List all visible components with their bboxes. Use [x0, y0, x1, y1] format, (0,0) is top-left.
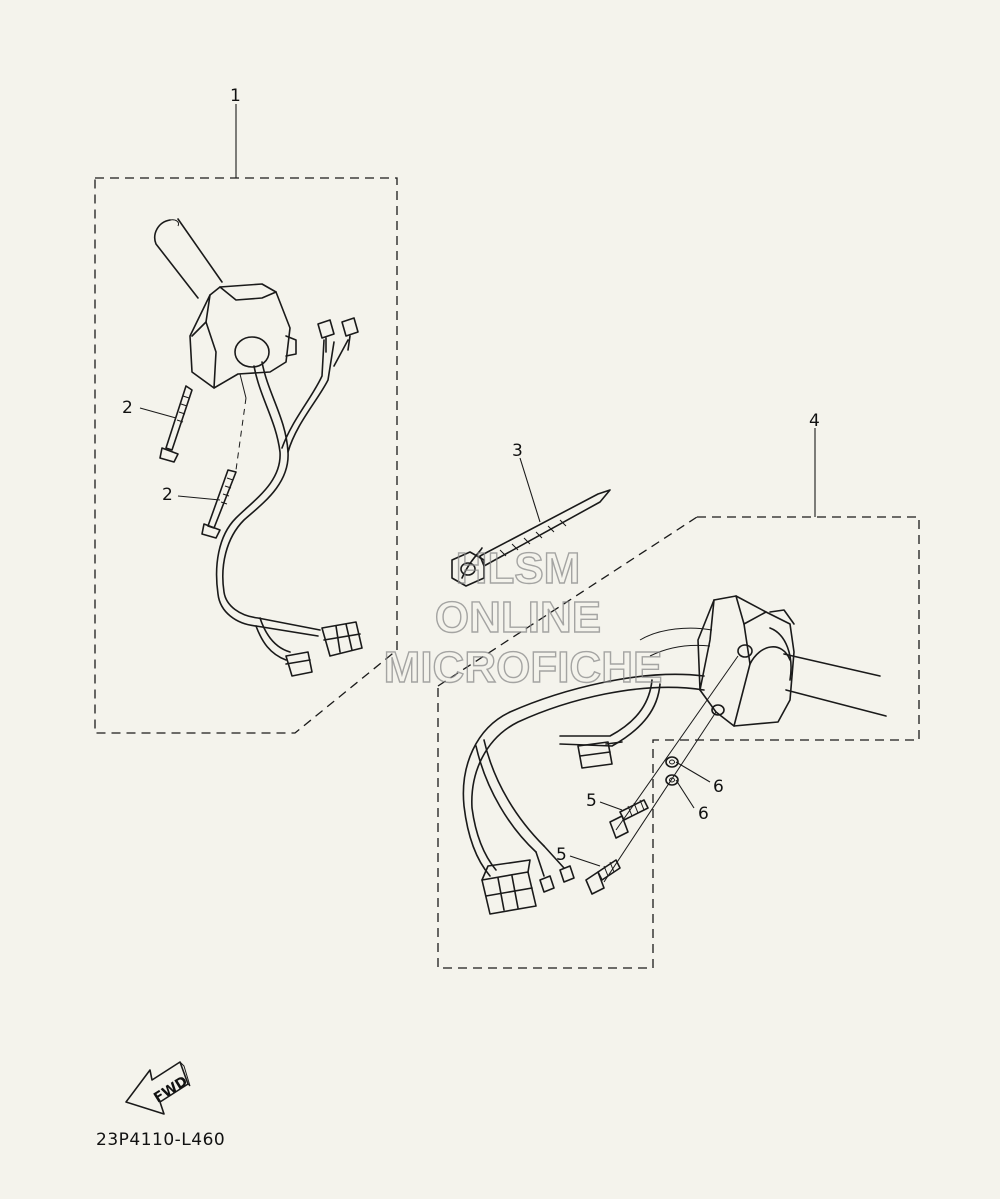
left-switch-assembly — [94, 177, 398, 734]
callout-5-lower: 5 — [556, 845, 567, 865]
callout-1: 1 — [230, 86, 241, 106]
cable-tie — [451, 489, 611, 587]
right-connector-small — [577, 741, 613, 769]
watermark-line-3: MICROFICHE — [384, 643, 663, 692]
fwd-arrow-icon — [125, 1061, 189, 1115]
watermark-line-2: ONLINE — [435, 593, 601, 642]
forward-arrow: FWD — [125, 1061, 191, 1115]
washer-6-lower — [665, 774, 679, 786]
right-switch-housing — [697, 595, 795, 727]
right-group-outline — [437, 516, 920, 969]
callout-leaders — [139, 104, 816, 867]
left-connector-small — [285, 651, 313, 677]
left-switch-housing — [189, 283, 291, 389]
right-switch-assembly — [437, 516, 920, 969]
callout-labels: 1 2 2 3 4 5 5 6 6 — [122, 86, 820, 865]
screw-2-upper — [165, 385, 193, 451]
watermark-line-1: HLSM — [456, 544, 581, 593]
right-wire-harness — [462, 673, 705, 877]
callout-3: 3 — [512, 441, 523, 461]
left-wire-harness — [222, 361, 321, 631]
washer-6-upper — [665, 756, 679, 768]
left-connector-large — [321, 621, 363, 657]
callout-4: 4 — [809, 411, 820, 431]
callout-2-upper: 2 — [122, 398, 133, 418]
cable-tie-head — [451, 551, 485, 587]
diagram-code: 23P4110-L460 — [96, 1130, 225, 1150]
fwd-label: FWD — [151, 1073, 191, 1106]
callout-6-upper: 6 — [713, 777, 724, 797]
callout-6-lower: 6 — [698, 804, 709, 824]
callout-2-lower: 2 — [162, 485, 173, 505]
watermark: HLSM ONLINE MICROFICHE — [383, 543, 663, 692]
right-connector-large — [481, 871, 537, 915]
callout-5-upper: 5 — [586, 791, 597, 811]
